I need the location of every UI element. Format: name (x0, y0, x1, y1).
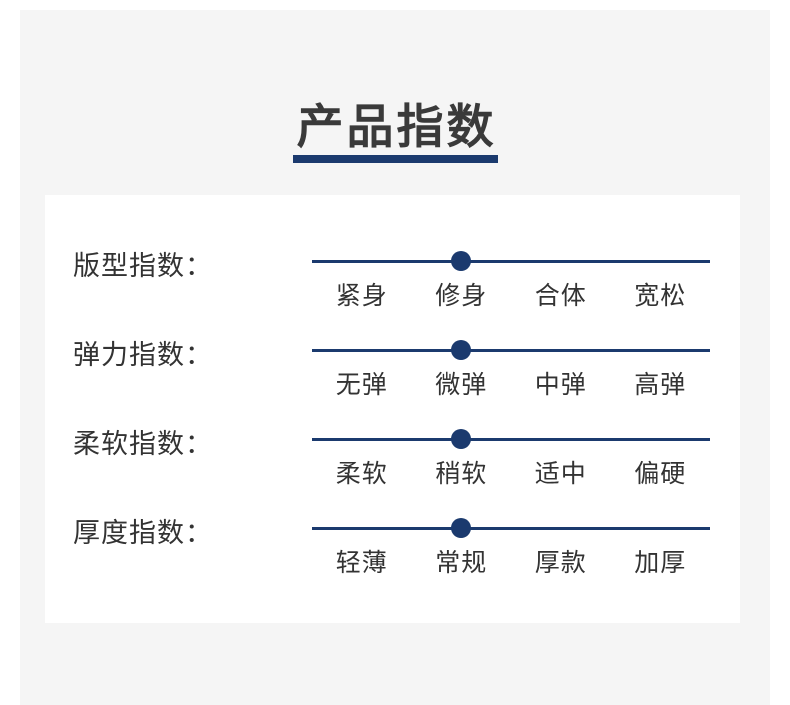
option-scale: 无弹 微弹 中弹 高弹 (312, 370, 710, 401)
index-row-softness: 柔软指数： 柔软 稍软 适中 偏硬 (45, 423, 740, 503)
option-scale: 紧身 修身 合体 宽松 (312, 281, 710, 312)
option-label: 修身 (435, 282, 488, 310)
slider-track (312, 518, 710, 538)
option-label: 偏硬 (634, 460, 687, 488)
index-row-label: 柔软指数： (73, 429, 213, 459)
option-label: 适中 (534, 460, 587, 488)
option-label: 宽松 (634, 282, 687, 310)
slider-thumb-icon (451, 518, 472, 538)
index-row-fit: 版型指数： 紧身 修身 合体 宽松 (45, 245, 740, 325)
slider-thumb-icon (451, 251, 472, 271)
slider-thumb-icon (451, 340, 472, 360)
option-label: 常规 (435, 549, 488, 577)
option-label: 高弹 (634, 371, 687, 399)
slider-track (312, 429, 710, 449)
slider-track (312, 340, 710, 360)
index-row-label: 弹力指数： (73, 340, 213, 370)
option-label: 合体 (534, 282, 587, 310)
option-label: 微弹 (435, 371, 488, 399)
index-row-elasticity: 弹力指数： 无弹 微弹 中弹 高弹 (45, 334, 740, 414)
index-row-thickness: 厚度指数： 轻薄 常规 厚款 加厚 (45, 512, 740, 592)
index-row-label: 版型指数： (73, 251, 213, 281)
option-scale: 轻薄 常规 厚款 加厚 (312, 548, 710, 579)
content-panel: 版型指数： 紧身 修身 合体 宽松 弹力指数： 无弹 微弹 中弹 高弹 柔软指数… (45, 195, 740, 623)
slider-track (312, 251, 710, 271)
option-label: 紧身 (335, 282, 388, 310)
index-row-label: 厚度指数： (73, 518, 213, 548)
option-label: 柔软 (335, 460, 388, 488)
option-label: 轻薄 (335, 549, 388, 577)
option-label: 无弹 (335, 371, 388, 399)
option-label: 加厚 (634, 549, 687, 577)
title-bar: 产品指数 (0, 100, 790, 163)
option-scale: 柔软 稍软 适中 偏硬 (312, 459, 710, 490)
option-label: 厚款 (534, 549, 587, 577)
page-title: 产品指数 (292, 100, 498, 163)
option-label: 稍软 (435, 460, 488, 488)
option-label: 中弹 (534, 371, 587, 399)
slider-thumb-icon (451, 429, 472, 449)
